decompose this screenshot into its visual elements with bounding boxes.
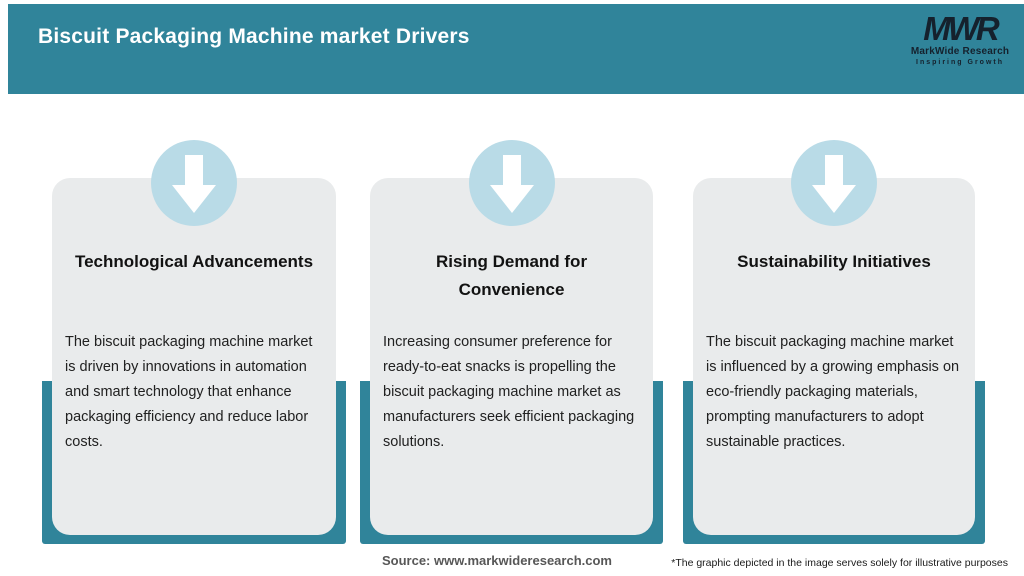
card-title: Technological Advancements xyxy=(74,252,314,271)
page-title: Biscuit Packaging Machine market Drivers xyxy=(38,25,470,48)
card-title: Sustainability Initiatives xyxy=(737,252,931,271)
logo-name: MarkWide Research xyxy=(910,46,1010,57)
card-description: Increasing consumer preference for ready… xyxy=(383,334,635,450)
card-body: Technological Advancements The biscuit p… xyxy=(52,178,336,535)
down-arrow-badge xyxy=(151,140,237,226)
down-arrow-icon xyxy=(172,155,216,213)
driver-card-sustainability-initiatives: Sustainability Initiatives The biscuit p… xyxy=(683,140,985,544)
source-text: Source: www.markwideresearch.com xyxy=(381,553,612,568)
logo-monogram: MWR xyxy=(923,10,999,47)
down-arrow-icon xyxy=(812,155,856,213)
disclaimer-text: *The graphic depicted in the image serve… xyxy=(671,557,1008,569)
card-description: The biscuit packaging machine market is … xyxy=(65,334,313,450)
card-body: Rising Demand for Convenience Increasing… xyxy=(370,178,653,535)
logo-tagline: Inspiring Growth xyxy=(916,59,1004,66)
card-description: The biscuit packaging machine market is … xyxy=(706,334,960,450)
markwide-research-logo: MWR MarkWide Research Inspiring Growth xyxy=(910,12,1010,66)
down-arrow-badge xyxy=(791,140,877,226)
card-title: Rising Demand for Convenience xyxy=(435,252,588,299)
down-arrow-icon xyxy=(489,155,534,213)
down-arrow-badge xyxy=(468,140,555,226)
driver-card-technological-advancements: Technological Advancements The biscuit p… xyxy=(42,140,346,544)
driver-card-rising-demand-for-convenience: Rising Demand for Convenience Increasing… xyxy=(360,140,663,544)
header-bar: Biscuit Packaging Machine market Drivers… xyxy=(8,4,1024,94)
card-body: Sustainability Initiatives The biscuit p… xyxy=(693,178,975,535)
